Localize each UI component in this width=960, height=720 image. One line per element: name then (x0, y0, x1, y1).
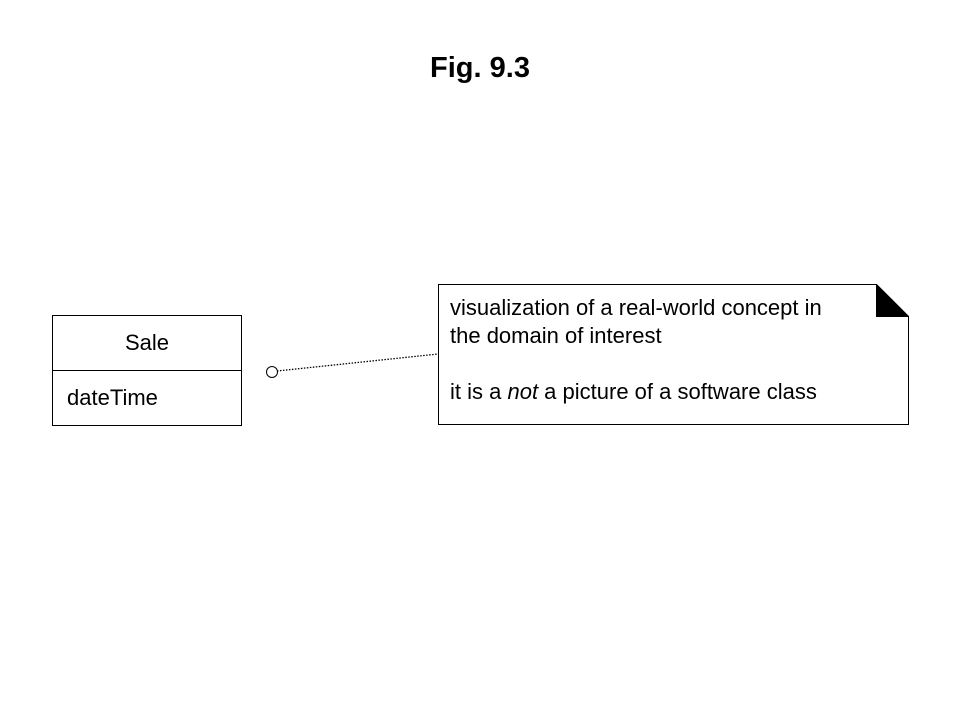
note-emphasis: not (507, 379, 539, 404)
anchor-circle (266, 366, 278, 378)
note-line-3-before: it is a (450, 379, 508, 404)
figure-title: Fig. 9.3 (430, 52, 530, 84)
note-folded-corner (876, 284, 909, 317)
dotted-anchor-line (276, 353, 439, 372)
note-text: visualization of a real-world concept in… (450, 294, 822, 406)
class-name: Sale (53, 316, 241, 371)
note-spacer (450, 350, 822, 378)
note-line-3-after: a picture of a software class (538, 379, 817, 404)
uml-note: visualization of a real-world concept in… (438, 284, 909, 425)
note-line-3: it is a not a picture of a software clas… (450, 378, 822, 406)
uml-class-sale: Sale dateTime (52, 315, 242, 426)
note-line-2: the domain of interest (450, 323, 662, 348)
note-shape (438, 284, 909, 425)
note-line-1: visualization of a real-world concept in (450, 295, 822, 320)
class-attribute: dateTime (67, 385, 158, 410)
note-outline (438, 284, 909, 425)
